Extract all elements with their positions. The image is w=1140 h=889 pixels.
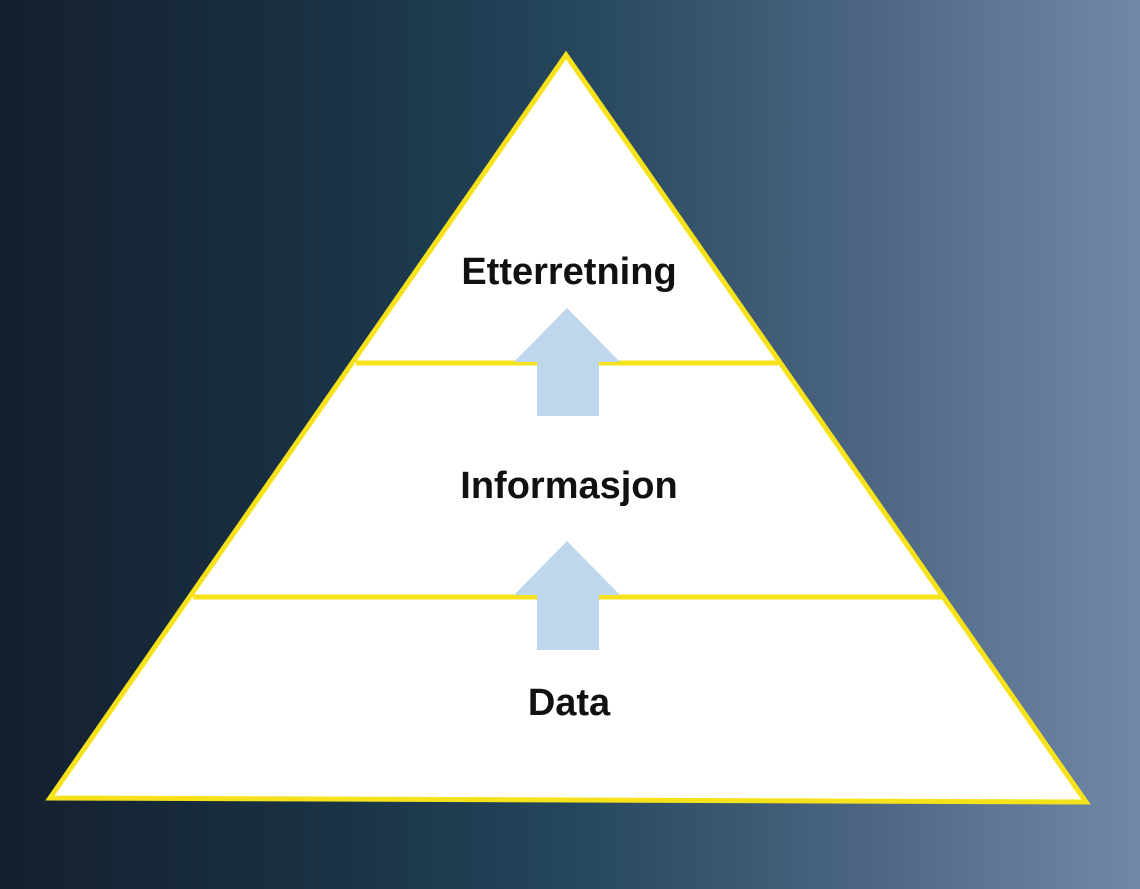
level-label-etterretning: Etterretning [461, 251, 676, 293]
arrow-up-icon [514, 541, 620, 650]
arrow-up-icon [514, 308, 620, 416]
level-label-informasjon: Informasjon [460, 465, 677, 507]
level-label-data: Data [528, 682, 611, 724]
pyramid-triangle [45, 50, 1091, 805]
